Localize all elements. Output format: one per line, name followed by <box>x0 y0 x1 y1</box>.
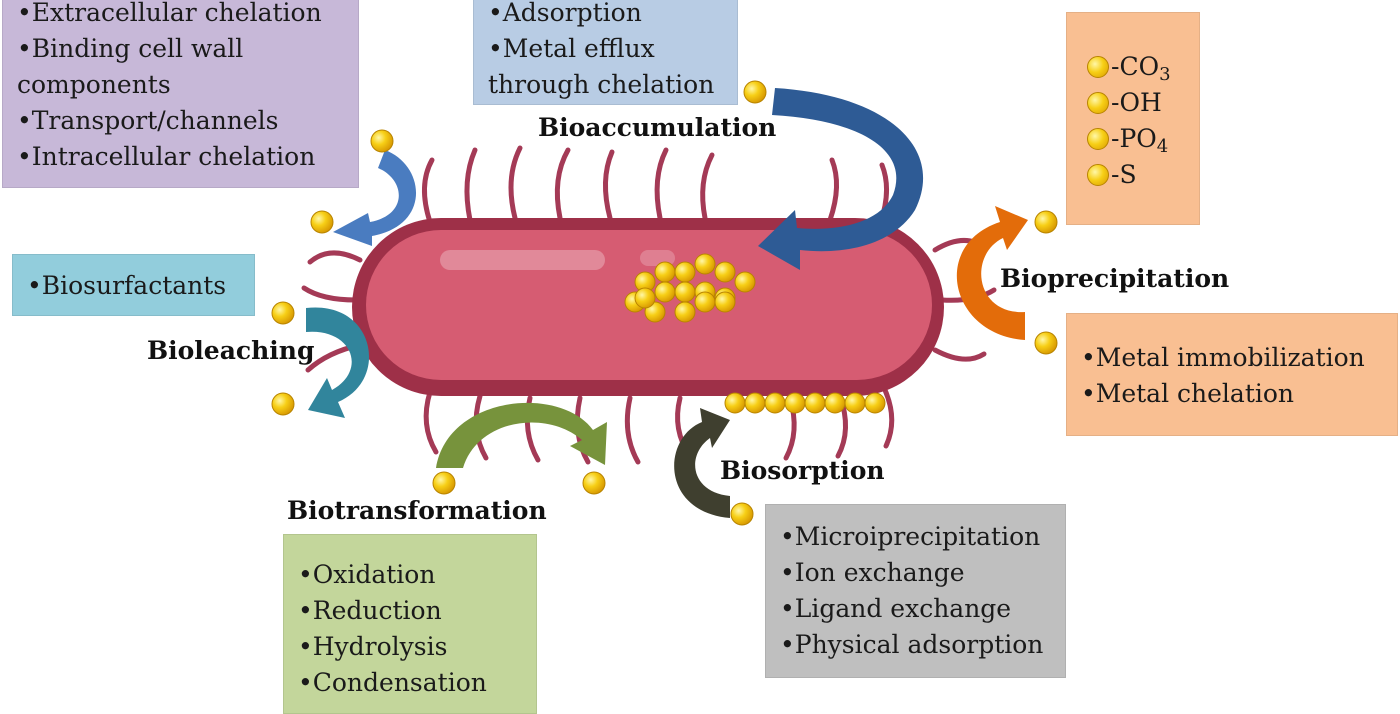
biosurfactants-item: •Biosurfactants <box>27 271 227 300</box>
intracellular-item: •Binding cell wall <box>17 34 244 63</box>
functional-group-item: -S <box>1087 157 1199 193</box>
metal-ions <box>271 80 1058 526</box>
metal-ion <box>654 281 676 303</box>
metal-ion <box>714 261 736 283</box>
functional-group-formula: -OH <box>1111 88 1162 117</box>
flagellum <box>602 149 615 221</box>
sorption-item: •Ion exchange <box>780 558 965 587</box>
biosorption-methods-box: •Microiprecipitation •Ion exchange •Ligand… <box>765 504 1066 678</box>
biotransformation-arrow <box>436 402 607 468</box>
intracellular-item: •Extracellular chelation <box>17 0 322 27</box>
biosurfactants-box: •Biosurfactants <box>12 254 255 316</box>
bioprecipitation-arrow <box>956 206 1028 340</box>
bioleaching-arrow <box>306 307 370 418</box>
metal-ion <box>654 261 676 283</box>
intracellular-item: components <box>17 70 171 99</box>
flagellum <box>932 347 987 362</box>
immobilization-item: •Metal chelation <box>1081 379 1295 408</box>
functional-group-subscript: 3 <box>1159 64 1171 85</box>
immobilization-box: •Metal immobilization •Metal chelation <box>1066 313 1398 436</box>
metal-ion <box>784 392 806 414</box>
sorption-item: •Microiprecipitation <box>780 522 1041 551</box>
metal-ion <box>764 392 786 414</box>
metal-ion <box>724 392 746 414</box>
transformation-item: •Condensation <box>298 668 487 697</box>
metal-ion <box>582 471 606 495</box>
functional-group-formula: -CO <box>1111 52 1160 81</box>
metal-ion <box>743 80 767 104</box>
intracellular-arrow <box>333 150 417 246</box>
functional-group-formula: -PO <box>1111 124 1157 153</box>
metal-ion <box>714 291 736 313</box>
metal-ion <box>674 281 696 303</box>
bioaccumulation-arrow <box>758 88 924 270</box>
label-bioprecipitation: Bioprecipitation <box>1000 264 1230 293</box>
intracellular-mechanisms-box: •Extracellular chelation •Binding cell wa… <box>2 0 359 188</box>
metal-ion-icon <box>1087 164 1109 186</box>
process-arrows <box>306 88 1028 518</box>
metal-ion <box>844 392 866 414</box>
metal-ion <box>370 129 394 153</box>
flagellum <box>464 147 478 223</box>
label-bioaccumulation: Bioaccumulation <box>538 113 777 142</box>
metal-ion <box>694 291 716 313</box>
flagellum <box>827 157 839 223</box>
adsorption-item: •Adsorption <box>488 0 642 27</box>
metal-ion <box>694 253 716 275</box>
flagellum <box>654 147 669 221</box>
flagellum <box>624 395 641 465</box>
flagellum <box>700 152 715 221</box>
metal-ion <box>432 471 456 495</box>
metal-ion-icon <box>1087 128 1109 150</box>
metal-ion <box>674 261 696 283</box>
metal-ion <box>1034 331 1058 355</box>
metal-ion <box>271 392 295 416</box>
metal-ion <box>310 210 334 234</box>
metal-ion <box>1034 210 1058 234</box>
metal-ion-icon <box>1087 56 1109 78</box>
flagellum <box>882 387 895 449</box>
flagellum <box>301 285 359 303</box>
metal-ion <box>730 502 754 526</box>
functional-group-item: -OH <box>1087 85 1199 121</box>
flagellum <box>423 389 439 455</box>
metal-ion <box>734 271 756 293</box>
functional-group-subscript: 4 <box>1156 136 1169 157</box>
transformation-item: •Hydrolysis <box>298 632 448 661</box>
label-bioleaching: Bioleaching <box>147 336 315 365</box>
metal-ion <box>271 301 295 325</box>
intracellular-item: •Intracellular chelation <box>17 142 316 171</box>
metal-ion <box>744 392 766 414</box>
biosorption-arrow <box>674 408 730 518</box>
flagellum <box>508 145 523 221</box>
metal-ion <box>804 392 826 414</box>
flagellum <box>307 250 363 265</box>
metal-ion <box>824 392 846 414</box>
adsorption-item: •Metal efflux <box>488 34 655 63</box>
metal-ion <box>634 287 656 309</box>
immobilization-item: •Metal immobilization <box>1081 343 1365 372</box>
flagellum <box>421 157 435 225</box>
flagellum <box>554 147 571 221</box>
metal-ion <box>864 392 886 414</box>
biotransformation-methods-box: •Oxidation •Reduction •Hydrolysis •Condensa… <box>283 534 537 714</box>
transformation-item: •Oxidation <box>298 560 436 589</box>
adsorption-box: •Adsorption •Metal efflux through chelatio… <box>473 0 738 105</box>
intracellular-item: •Transport/channels <box>17 106 279 135</box>
transformation-item: •Reduction <box>298 596 442 625</box>
sorption-item: •Ligand exchange <box>780 594 1012 623</box>
label-biosorption: Biosorption <box>720 456 885 485</box>
label-biotransformation: Biotransformation <box>287 496 547 525</box>
metal-ion-icon <box>1087 92 1109 114</box>
metal-ion <box>674 301 696 323</box>
functional-group-formula: -S <box>1111 160 1137 189</box>
adsorption-item: through chelation <box>488 70 715 99</box>
sorption-item: •Physical adsorption <box>780 630 1044 659</box>
